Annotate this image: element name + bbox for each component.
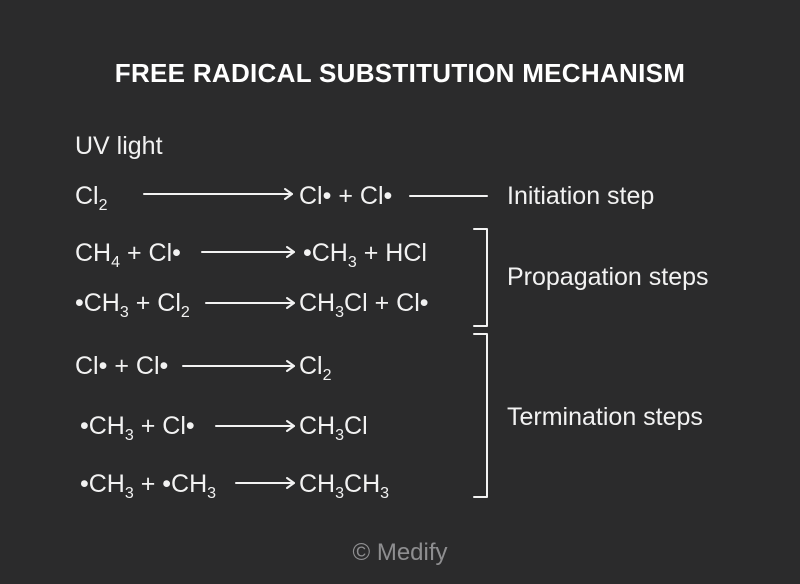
page-title: FREE RADICAL SUBSTITUTION MECHANISM: [114, 58, 686, 88]
arrow-termination-1: [182, 360, 295, 372]
initiation-reactant: Cl2: [75, 182, 108, 214]
termination-reactants-3: •CH3 + •CH3: [80, 470, 217, 502]
propagation-products-2: CH3Cl + Cl•: [299, 289, 429, 321]
initiation-products: Cl• + Cl•: [299, 182, 393, 210]
termination-bracket: [473, 333, 488, 498]
arrow-termination-2: [215, 420, 295, 432]
arrow-termination-3: [235, 477, 295, 489]
copyright-notice: © Medify: [352, 539, 448, 566]
termination-reactants-2: •CH3 + Cl•: [80, 412, 195, 444]
condition-label: UV light: [75, 132, 163, 160]
arrow-initiation: [143, 188, 293, 200]
propagation-bracket: [473, 228, 488, 327]
termination-products-3: CH3CH3: [299, 470, 390, 502]
propagation-steps-label: Propagation steps: [507, 263, 709, 291]
propagation-products-1: •CH3 + HCl: [303, 239, 427, 271]
propagation-reactants-1: CH4 + Cl•: [75, 239, 181, 271]
initiation-step-label: Initiation step: [507, 182, 655, 210]
termination-products-1: Cl2: [299, 352, 332, 384]
arrow-propagation-2: [205, 297, 295, 309]
termination-products-2: CH3Cl: [299, 412, 368, 444]
termination-reactants-1: Cl• + Cl•: [75, 352, 169, 380]
propagation-reactants-2: •CH3 + Cl2: [75, 289, 190, 321]
arrow-propagation-1: [201, 246, 295, 258]
termination-steps-label: Termination steps: [507, 403, 703, 431]
